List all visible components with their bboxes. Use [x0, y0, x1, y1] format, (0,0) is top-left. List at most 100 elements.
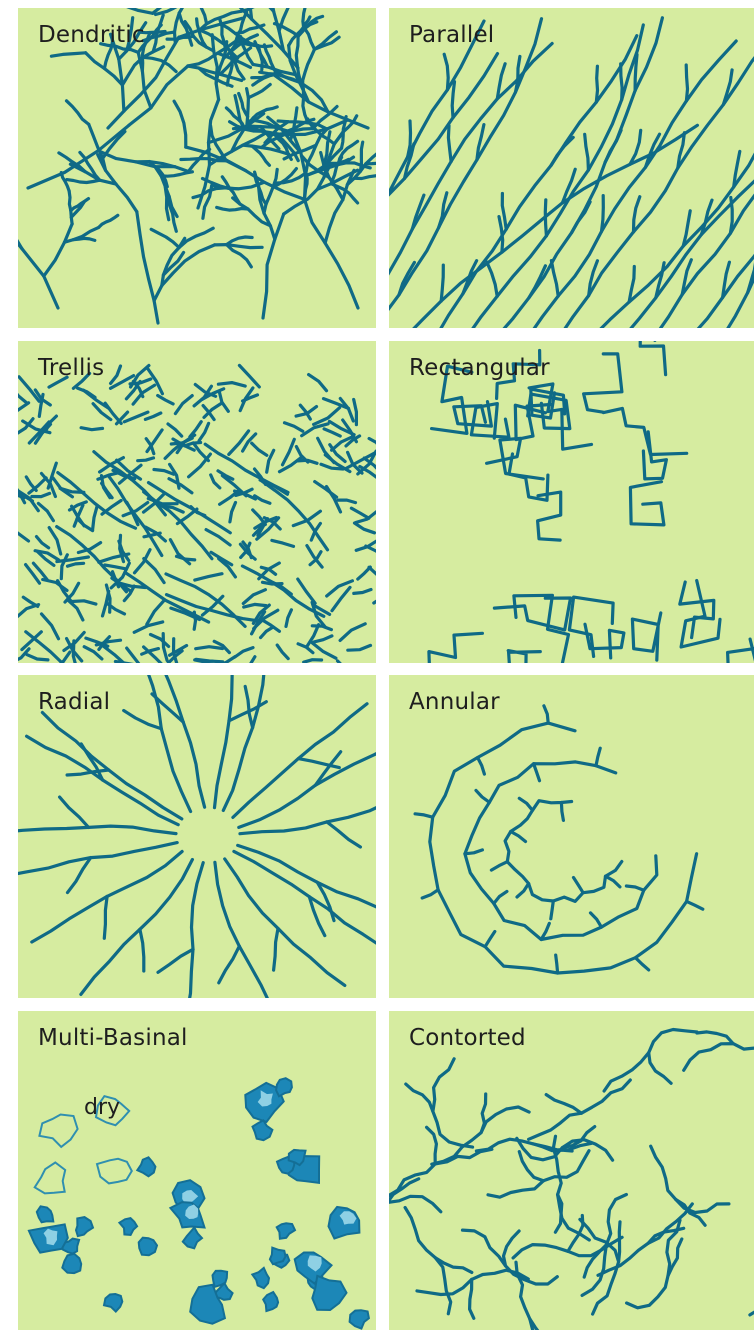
contorted-drainage-pattern — [389, 1011, 754, 1330]
stream-line — [61, 173, 69, 191]
stream-line — [487, 262, 497, 296]
stream-line — [215, 245, 262, 248]
panel-multi-basinal: Multi-Basinal dry — [18, 1011, 376, 1330]
panel-label: Rectangular — [409, 355, 550, 381]
stream-line — [18, 826, 176, 834]
stream-line — [264, 45, 276, 74]
stream-line — [429, 633, 483, 663]
stream-line — [351, 508, 369, 518]
stream-line — [621, 64, 622, 100]
stream-line — [219, 391, 228, 411]
stream-line — [327, 822, 361, 847]
stream-line — [244, 604, 266, 607]
stream-line — [508, 651, 540, 663]
stream-line — [529, 266, 546, 298]
stream-line — [684, 1044, 754, 1071]
stream-line — [338, 500, 356, 503]
stream-line — [140, 929, 144, 971]
stream-line — [491, 862, 507, 870]
stream-line — [175, 396, 192, 414]
stream-line — [93, 506, 98, 530]
stream-line — [494, 891, 507, 903]
stream-line — [267, 450, 274, 472]
stream-line — [243, 590, 265, 604]
stream-line — [158, 396, 173, 404]
stream-line — [81, 428, 102, 430]
stream-line — [67, 180, 100, 183]
stream-line — [32, 493, 50, 496]
annular-drainage-pattern — [389, 675, 754, 998]
stream-line — [487, 438, 544, 479]
water-basin — [277, 1223, 295, 1238]
stream-line — [750, 1231, 754, 1315]
stream-line — [18, 524, 29, 541]
rectangular-drainage-pattern — [389, 341, 754, 663]
stream-line — [18, 387, 27, 404]
stream-line — [253, 107, 277, 118]
stream-line — [81, 860, 192, 995]
stream-line — [68, 563, 84, 566]
stream-line — [433, 1059, 473, 1147]
stream-line — [585, 134, 589, 170]
stream-line — [215, 675, 234, 808]
panel-label: Radial — [38, 689, 110, 715]
stream-line — [65, 583, 79, 602]
stream-line — [177, 556, 195, 560]
stream-line — [18, 843, 177, 877]
stream-line — [441, 265, 443, 301]
stream-line — [261, 627, 274, 638]
stream-line — [230, 503, 236, 522]
water-basin — [137, 1157, 155, 1176]
water-basin — [183, 1228, 202, 1249]
stream-line — [314, 636, 332, 642]
stream-line — [324, 429, 340, 436]
stream-line — [168, 424, 182, 436]
stream-line — [78, 388, 96, 397]
stream-line — [185, 443, 201, 446]
stream-line — [596, 748, 600, 766]
stream-line — [219, 946, 240, 983]
stream-line — [111, 366, 121, 383]
water-basin — [104, 1294, 122, 1312]
stream-line — [635, 55, 637, 91]
stream-line — [163, 634, 167, 661]
stream-line — [298, 644, 313, 653]
stream-line — [551, 901, 554, 919]
panel-label: Annular — [409, 689, 500, 715]
water-basin — [37, 1206, 54, 1222]
stream-line — [432, 1107, 529, 1164]
stream-line — [212, 35, 218, 100]
stream-line — [105, 565, 125, 569]
panel-radial: Radial — [18, 675, 376, 998]
stream-line — [632, 613, 660, 660]
stream-line — [591, 913, 602, 927]
stream-line — [72, 601, 96, 604]
stream-line — [626, 886, 643, 890]
stream-line — [252, 443, 267, 455]
stream-line — [239, 365, 259, 387]
stream-line — [728, 609, 754, 663]
stream-line — [649, 1053, 671, 1084]
stream-line — [340, 399, 353, 422]
stream-line — [340, 624, 365, 641]
stream-line — [246, 657, 255, 663]
stream-line — [217, 207, 248, 210]
stream-line — [555, 1195, 561, 1233]
stream-line — [37, 537, 49, 548]
stream-line — [158, 949, 193, 972]
stream-line — [494, 598, 570, 630]
stream-line — [225, 859, 345, 986]
panel-label: Dendritic — [38, 22, 145, 48]
stream-line — [470, 1279, 474, 1318]
stream-line — [285, 423, 303, 431]
stream-line — [561, 803, 563, 821]
stream-line — [406, 1084, 433, 1111]
panel-dendritic: Dendritic — [18, 8, 376, 328]
stream-line — [511, 832, 526, 842]
stream-line — [145, 413, 160, 419]
stream-line — [574, 878, 584, 893]
stream-line — [245, 686, 252, 727]
stream-line — [99, 215, 118, 227]
water-basin — [263, 1292, 278, 1311]
stream-line — [304, 28, 314, 50]
